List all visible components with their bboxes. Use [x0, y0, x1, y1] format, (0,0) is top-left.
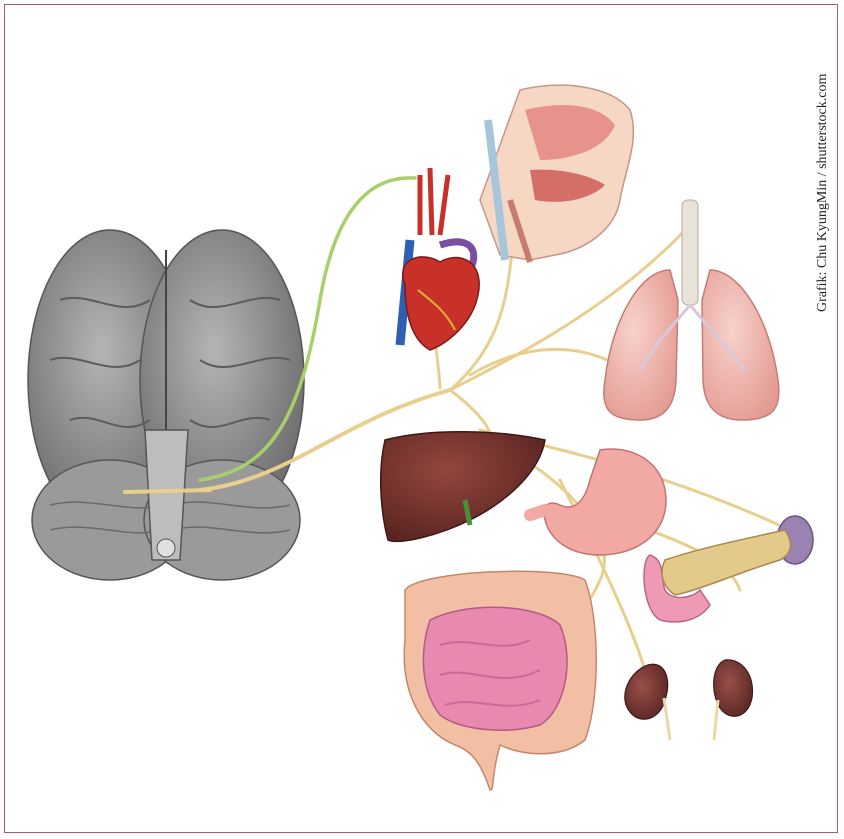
heart [400, 168, 479, 350]
image-credit: Grafik: Chu KyungMin / shutterstock.com [808, 22, 838, 312]
kidney-left [625, 664, 668, 719]
small-intestine [423, 607, 567, 730]
lungs [604, 200, 779, 420]
stomach [530, 449, 666, 555]
brain [28, 230, 304, 580]
head-section [480, 85, 633, 262]
intestines [404, 571, 596, 790]
pancreas [644, 530, 790, 622]
kidneys [625, 660, 753, 740]
lung-right [702, 270, 779, 420]
trachea [682, 200, 698, 305]
liver [381, 432, 545, 542]
kidney-right [714, 660, 753, 716]
